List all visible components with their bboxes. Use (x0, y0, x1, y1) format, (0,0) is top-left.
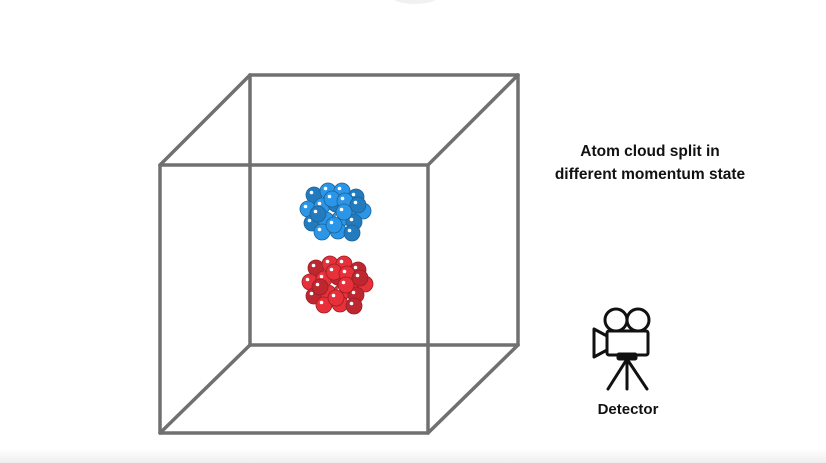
atom-sphere (327, 289, 345, 307)
caption-line-2: different momentum state (554, 166, 746, 183)
atom-highlight (319, 274, 324, 279)
atom-highlight (349, 301, 354, 306)
video-camera-on-tripod-icon (592, 307, 651, 391)
atom-highlight (329, 220, 334, 225)
atom-highlight (341, 280, 346, 285)
atom-highlight (337, 186, 342, 191)
atom-highlight (309, 291, 314, 296)
atom-sphere (343, 224, 361, 242)
box-front-face (158, 163, 430, 435)
atom-highlight (313, 209, 318, 214)
atom-highlight (319, 300, 324, 305)
atom-highlight (305, 277, 310, 282)
detector-label: Detector (597, 401, 659, 418)
atom-highlight (311, 263, 316, 268)
atom-highlight (309, 190, 314, 195)
atom-sphere (325, 216, 343, 234)
blue-atom-cloud (299, 182, 372, 242)
atom-highlight (355, 273, 360, 278)
atom-sphere (311, 278, 329, 296)
atom-highlight (317, 227, 322, 232)
top-edge-artifact (393, 0, 437, 4)
wireframe-box (158, 73, 520, 435)
atom-sphere (309, 205, 327, 223)
atom-highlight (327, 194, 332, 199)
atom-highlight (331, 293, 336, 298)
atom-sphere (349, 196, 367, 214)
atom-highlight (325, 259, 330, 264)
atom-highlight (351, 192, 356, 197)
atom-highlight (340, 196, 345, 201)
diagram-caption: Atom cloud split in different momentum s… (530, 140, 770, 186)
atom-highlight (307, 218, 312, 223)
atom-highlight (342, 269, 347, 274)
atom-highlight (329, 267, 334, 272)
red-atom-cloud (301, 255, 374, 315)
atom-sphere (351, 269, 369, 287)
atom-highlight (349, 217, 354, 222)
atom-highlight (323, 186, 328, 191)
atom-highlight (353, 265, 358, 270)
atom-highlight (339, 259, 344, 264)
atom-highlight (347, 228, 352, 233)
atom-highlight (303, 204, 308, 209)
atom-sphere (335, 203, 353, 221)
atom-highlight (351, 290, 356, 295)
atom-sphere (345, 297, 363, 315)
atom-sphere (337, 276, 355, 294)
atom-highlight (315, 282, 320, 287)
bottom-edge (0, 449, 826, 463)
box-connecting-edges (158, 73, 520, 435)
box-back-face (248, 73, 520, 347)
atom-highlight (353, 200, 358, 205)
atom-highlight (339, 207, 344, 212)
atom-highlight (317, 201, 322, 206)
caption-line-1: Atom cloud split in (580, 143, 720, 160)
